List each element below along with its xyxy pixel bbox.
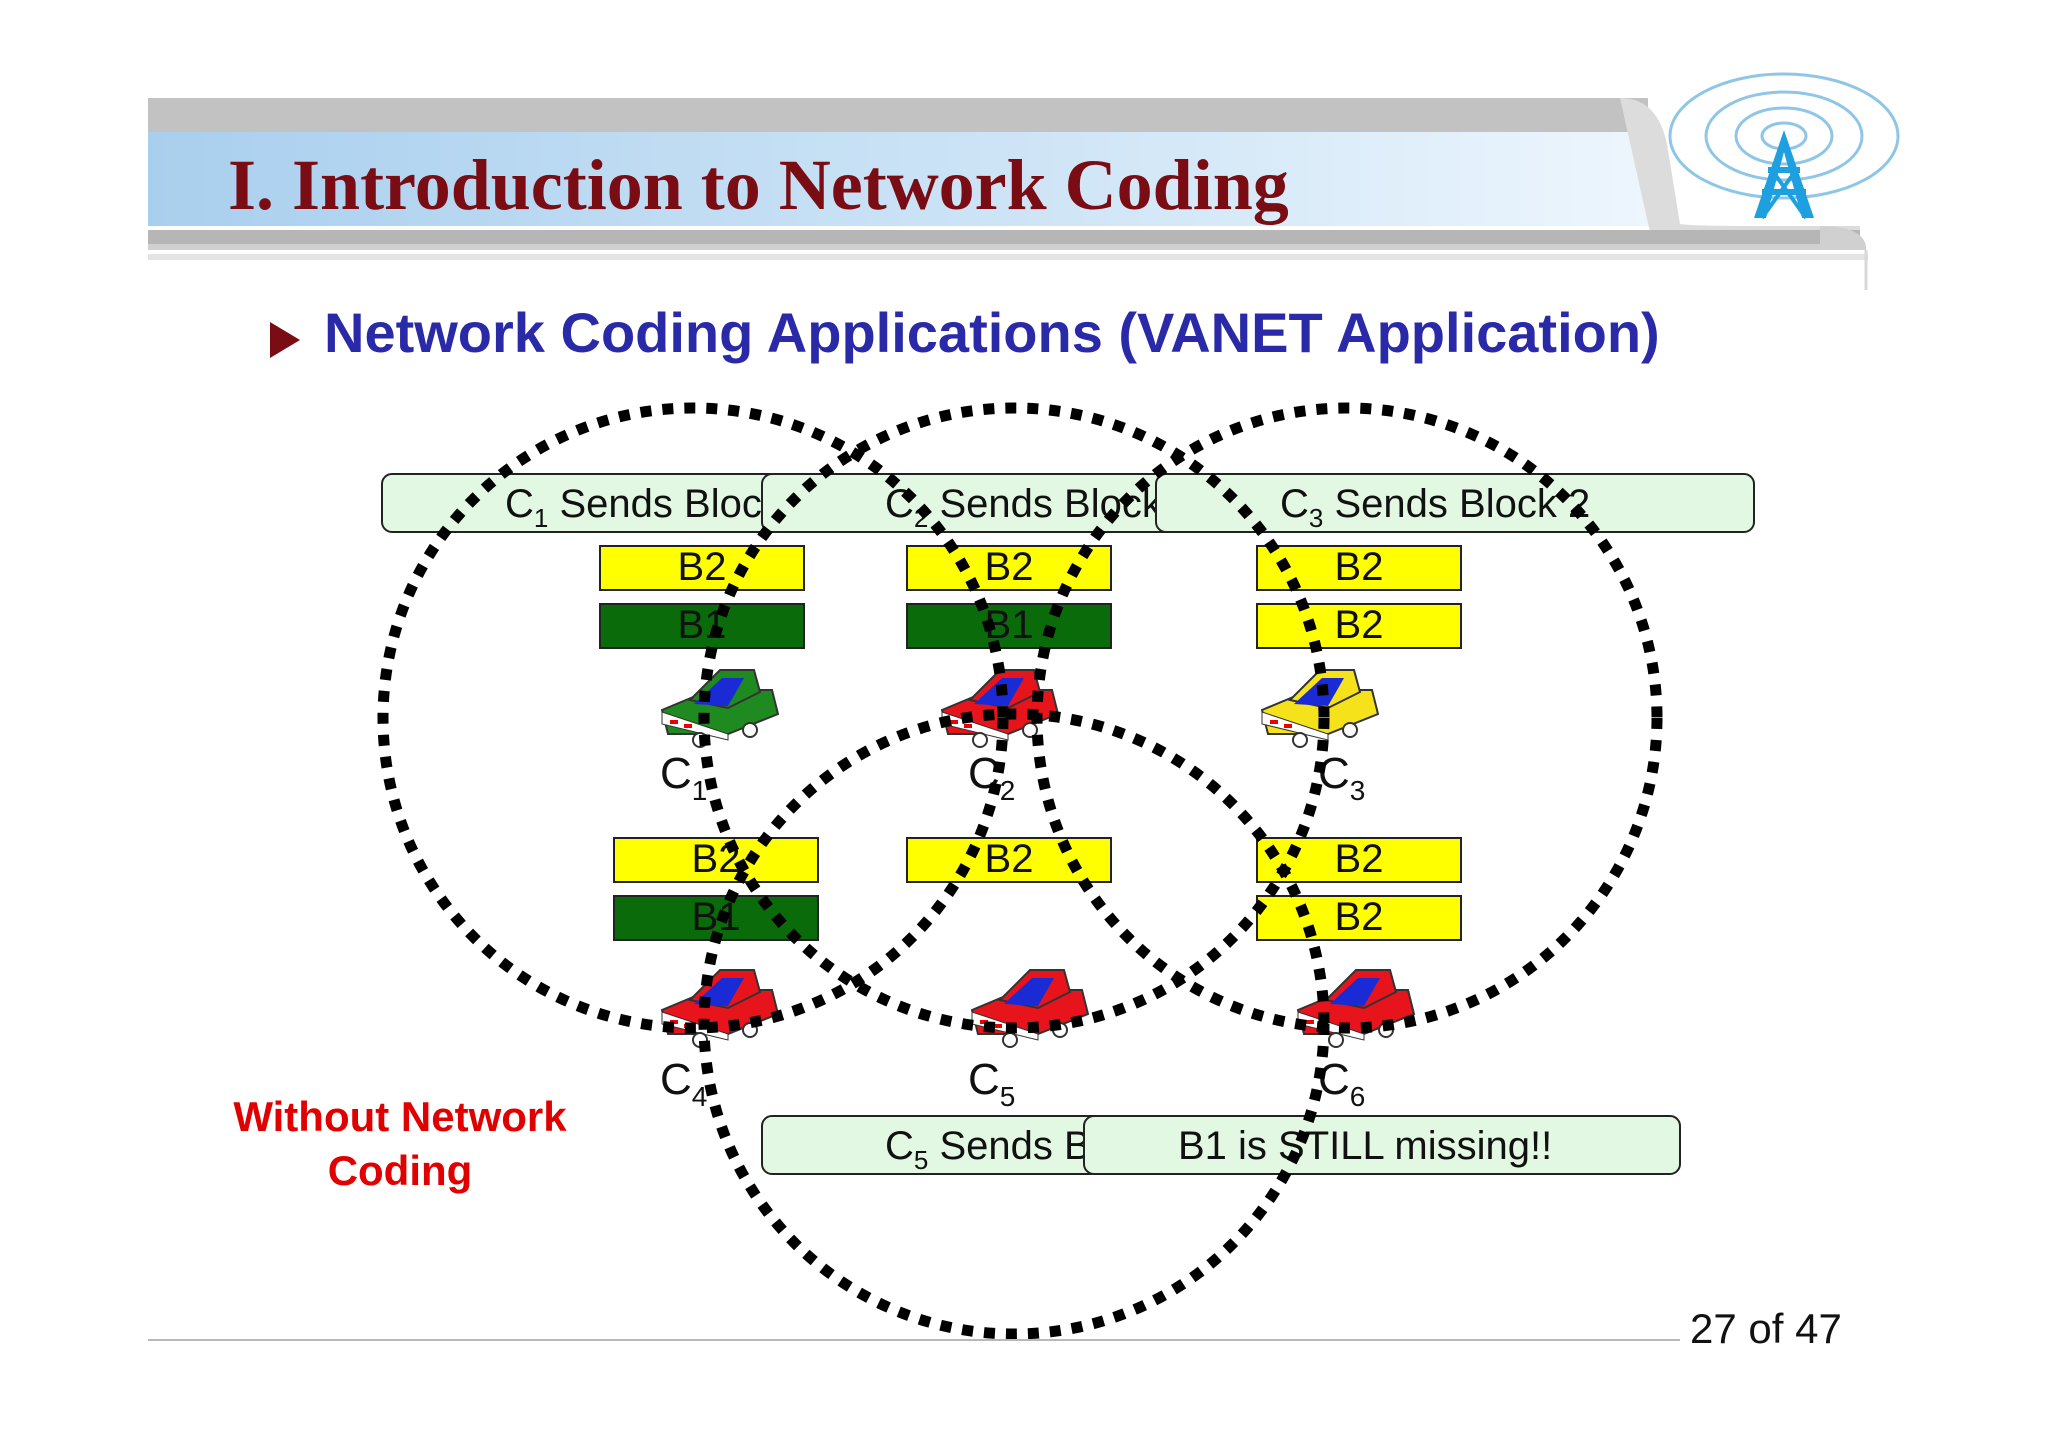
transmission-ranges (377, 402, 1663, 1340)
car-icon (660, 669, 780, 748)
footer-rule (148, 1339, 1680, 1341)
message-missing: B1 is STILL missing!! (1083, 1115, 1681, 1175)
block-b2: B2 (1256, 837, 1462, 883)
car-label: C6 (1318, 1055, 1365, 1112)
svg-text:B2: B2 (1335, 837, 1384, 881)
note-line-2: Coding (327, 1147, 473, 1194)
car-icon (660, 969, 780, 1048)
page-number: 27 of 47 (1690, 1305, 1842, 1352)
message-c3-text: C3 Sends Block 2 (1280, 482, 1590, 533)
svg-text:B2: B2 (1335, 545, 1384, 589)
block-b2: B2 (1256, 895, 1462, 941)
radio-tower-icon (1668, 72, 1900, 220)
block-b2: B2 (1256, 603, 1462, 649)
note-line-1: Without Network (233, 1093, 567, 1140)
range-circle-c1 (377, 402, 1009, 1034)
car-icon (970, 969, 1090, 1048)
car-label: C5 (968, 1055, 1015, 1112)
car-icon (1296, 969, 1416, 1048)
block-b2: B2 (906, 837, 1112, 883)
svg-text:B2: B2 (678, 545, 727, 589)
bullet-triangle-icon (270, 322, 300, 358)
slide-subtitle: Network Coding Applications (VANET Appli… (324, 301, 1660, 364)
without-network-coding-note: Without Network Coding (190, 1090, 610, 1198)
block-b1: B1 (906, 603, 1112, 649)
block-b2: B2 (599, 545, 805, 591)
svg-text:B2: B2 (1335, 895, 1384, 939)
car-label: C4 (660, 1055, 707, 1112)
car-icon (940, 669, 1060, 748)
car-label: C1 (660, 749, 707, 806)
block-b2: B2 (613, 837, 819, 883)
svg-text:B2: B2 (985, 545, 1034, 589)
header-band (148, 98, 1868, 290)
car-label: C3 (1318, 749, 1365, 806)
range-circle-c5 (698, 708, 1330, 1340)
car-label: C2 (968, 749, 1015, 806)
message-c2-text: C2 Sends Block 2 (885, 482, 1195, 533)
page-title: I. Introduction to Network Coding (228, 145, 1289, 225)
message-missing-text: B1 is STILL missing!! (1178, 1124, 1552, 1168)
message-c3: C3 Sends Block 2 (1155, 473, 1755, 533)
range-circle-c2 (698, 402, 1330, 1034)
svg-text:B2: B2 (1335, 603, 1384, 647)
block-b1: B1 (599, 603, 805, 649)
svg-text:B2: B2 (985, 837, 1034, 881)
